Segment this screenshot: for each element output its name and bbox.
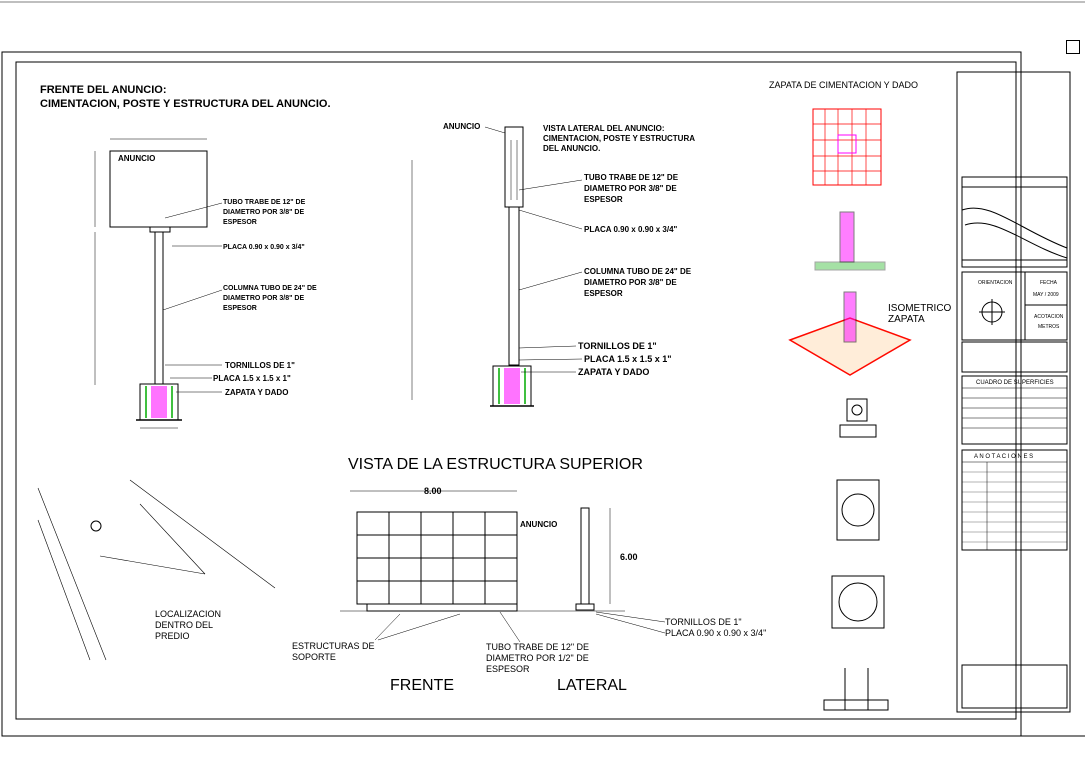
inner-border — [15, 61, 1017, 720]
side-title-2: DEL ANUNCIO. — [543, 144, 600, 153]
beam-callout-0: TUBO TRABE DE 12" DE — [486, 642, 589, 652]
footing-isometric — [788, 317, 912, 376]
support-callout-0: ESTRUCTURAS DE — [292, 641, 375, 651]
superstructure-title: VISTA DE LA ESTRUCTURA SUPERIOR — [348, 456, 643, 473]
side-callout-3: PLACA 0.90 x 0.90 x 3/4" — [584, 225, 678, 234]
footing-plan — [812, 108, 882, 186]
front-callout-0: TUBO TRABE DE 12" DE — [223, 199, 306, 206]
height-dimension: 6.00 — [620, 552, 638, 562]
sheet-title-line1: FRENTE DEL ANUNCIO: — [40, 84, 167, 96]
side-callout-8: PLACA 1.5 x 1.5 x 1" — [584, 354, 671, 364]
side-title-0: VISTA LATERAL DEL ANUNCIO: — [543, 124, 664, 133]
cuadro-label: CUADRO DE SUPERFICIES — [976, 380, 1054, 386]
anotaciones-label: A N O T A C I O N E S — [974, 454, 1033, 460]
orientation-label: ORIENTACION — [978, 280, 1013, 286]
iso-label-0: ISOMETRICO — [888, 303, 952, 314]
side-sign-label: ANUNCIO — [443, 122, 480, 131]
title-block: ORIENTACION FECHA MAY / 2009 ACOTACION M… — [956, 71, 1071, 713]
side-callout-4: COLUMNA TUBO DE 24" DE — [584, 267, 692, 276]
front-view: ANUNCIO TUBO TRABE DE 12" DE DIAMETRO PO… — [94, 138, 317, 429]
side-callout-9: ZAPATA Y DADO — [578, 367, 649, 377]
location-label-2: PREDIO — [155, 631, 190, 641]
front-callout-8: PLACA 1.5 x 1.5 x 1" — [213, 374, 291, 383]
lateral-mast — [580, 507, 590, 605]
front-callout-5: DIAMETRO POR 3/8" DE — [223, 295, 304, 302]
side-callout-6: ESPESOR — [584, 289, 623, 298]
acotacion-value: METROS — [1038, 324, 1060, 330]
plate-callout: PLACA 0.90 x 0.90 x 3/4" — [665, 628, 766, 638]
beam-callout-1: DIAMETRO POR 1/2" DE — [486, 653, 589, 663]
lateral-sign-label: ANUNCIO — [520, 520, 557, 529]
side-view: ANUNCIO VISTA LATERAL DEL ANUNCIO: CIMEN… — [411, 122, 695, 407]
side-callout-5: DIAMETRO POR 3/8" DE — [584, 278, 677, 287]
footing-section — [814, 261, 886, 271]
window-toggle-checkbox[interactable] — [1066, 40, 1080, 54]
location-plan: LOCALIZACION DENTRO DEL PREDIO — [37, 479, 276, 661]
lateral-label: LATERAL — [557, 677, 627, 694]
location-label-0: LOCALIZACION — [155, 609, 221, 619]
front-callout-9: ZAPATA Y DADO — [225, 388, 288, 397]
front-sign-label: ANUNCIO — [118, 154, 155, 163]
fecha-label: FECHA — [1040, 280, 1058, 286]
side-title-1: CIMENTACION, POSTE Y ESTRUCTURA — [543, 134, 695, 143]
front-callout-3: PLACA 0.90 x 0.90 x 3/4" — [223, 244, 305, 251]
front-callout-6: ESPESOR — [223, 305, 257, 312]
footing-title: ZAPATA DE CIMENTACION Y DADO — [769, 80, 918, 90]
support-callout-1: SOPORTE — [292, 652, 336, 662]
beam-callout-2: ESPESOR — [486, 664, 530, 674]
width-dimension: 8.00 — [424, 486, 442, 496]
side-callout-2: ESPESOR — [584, 195, 623, 204]
frente-label: FRENTE — [390, 677, 454, 694]
side-callout-0: TUBO TRABE DE 12" DE — [584, 173, 679, 182]
side-callout-1: DIAMETRO POR 3/8" DE — [584, 184, 677, 193]
sheet-title-line2: CIMENTACION, POSTE Y ESTRUCTURA DEL ANUN… — [40, 98, 331, 110]
north-icon — [90, 520, 102, 532]
side-sign-panel — [504, 126, 524, 208]
fecha-value: MAY / 2009 — [1033, 292, 1059, 298]
iso-label-1: ZAPATA — [888, 314, 925, 325]
front-callout-1: DIAMETRO POR 3/8" DE — [223, 209, 304, 216]
front-callout-2: ESPESOR — [223, 219, 257, 226]
bolt-callout: TORNILLOS DE 1" — [665, 617, 742, 627]
location-thumbnail — [961, 186, 1068, 261]
footing-details: ZAPATA DE CIMENTACION Y DADO ISOMETRICO … — [769, 80, 952, 711]
acotacion-label: ACOTACION — [1034, 314, 1064, 320]
front-callout-7: TORNILLOS DE 1" — [225, 361, 295, 370]
front-callout-4: COLUMNA TUBO DE 24" DE — [223, 285, 317, 292]
side-callout-7: TORNILLOS DE 1" — [578, 341, 657, 351]
location-label-1: DENTRO DEL — [155, 620, 213, 630]
superstructure-view: VISTA DE LA ESTRUCTURA SUPERIOR 8.00 ANU… — [292, 456, 766, 694]
